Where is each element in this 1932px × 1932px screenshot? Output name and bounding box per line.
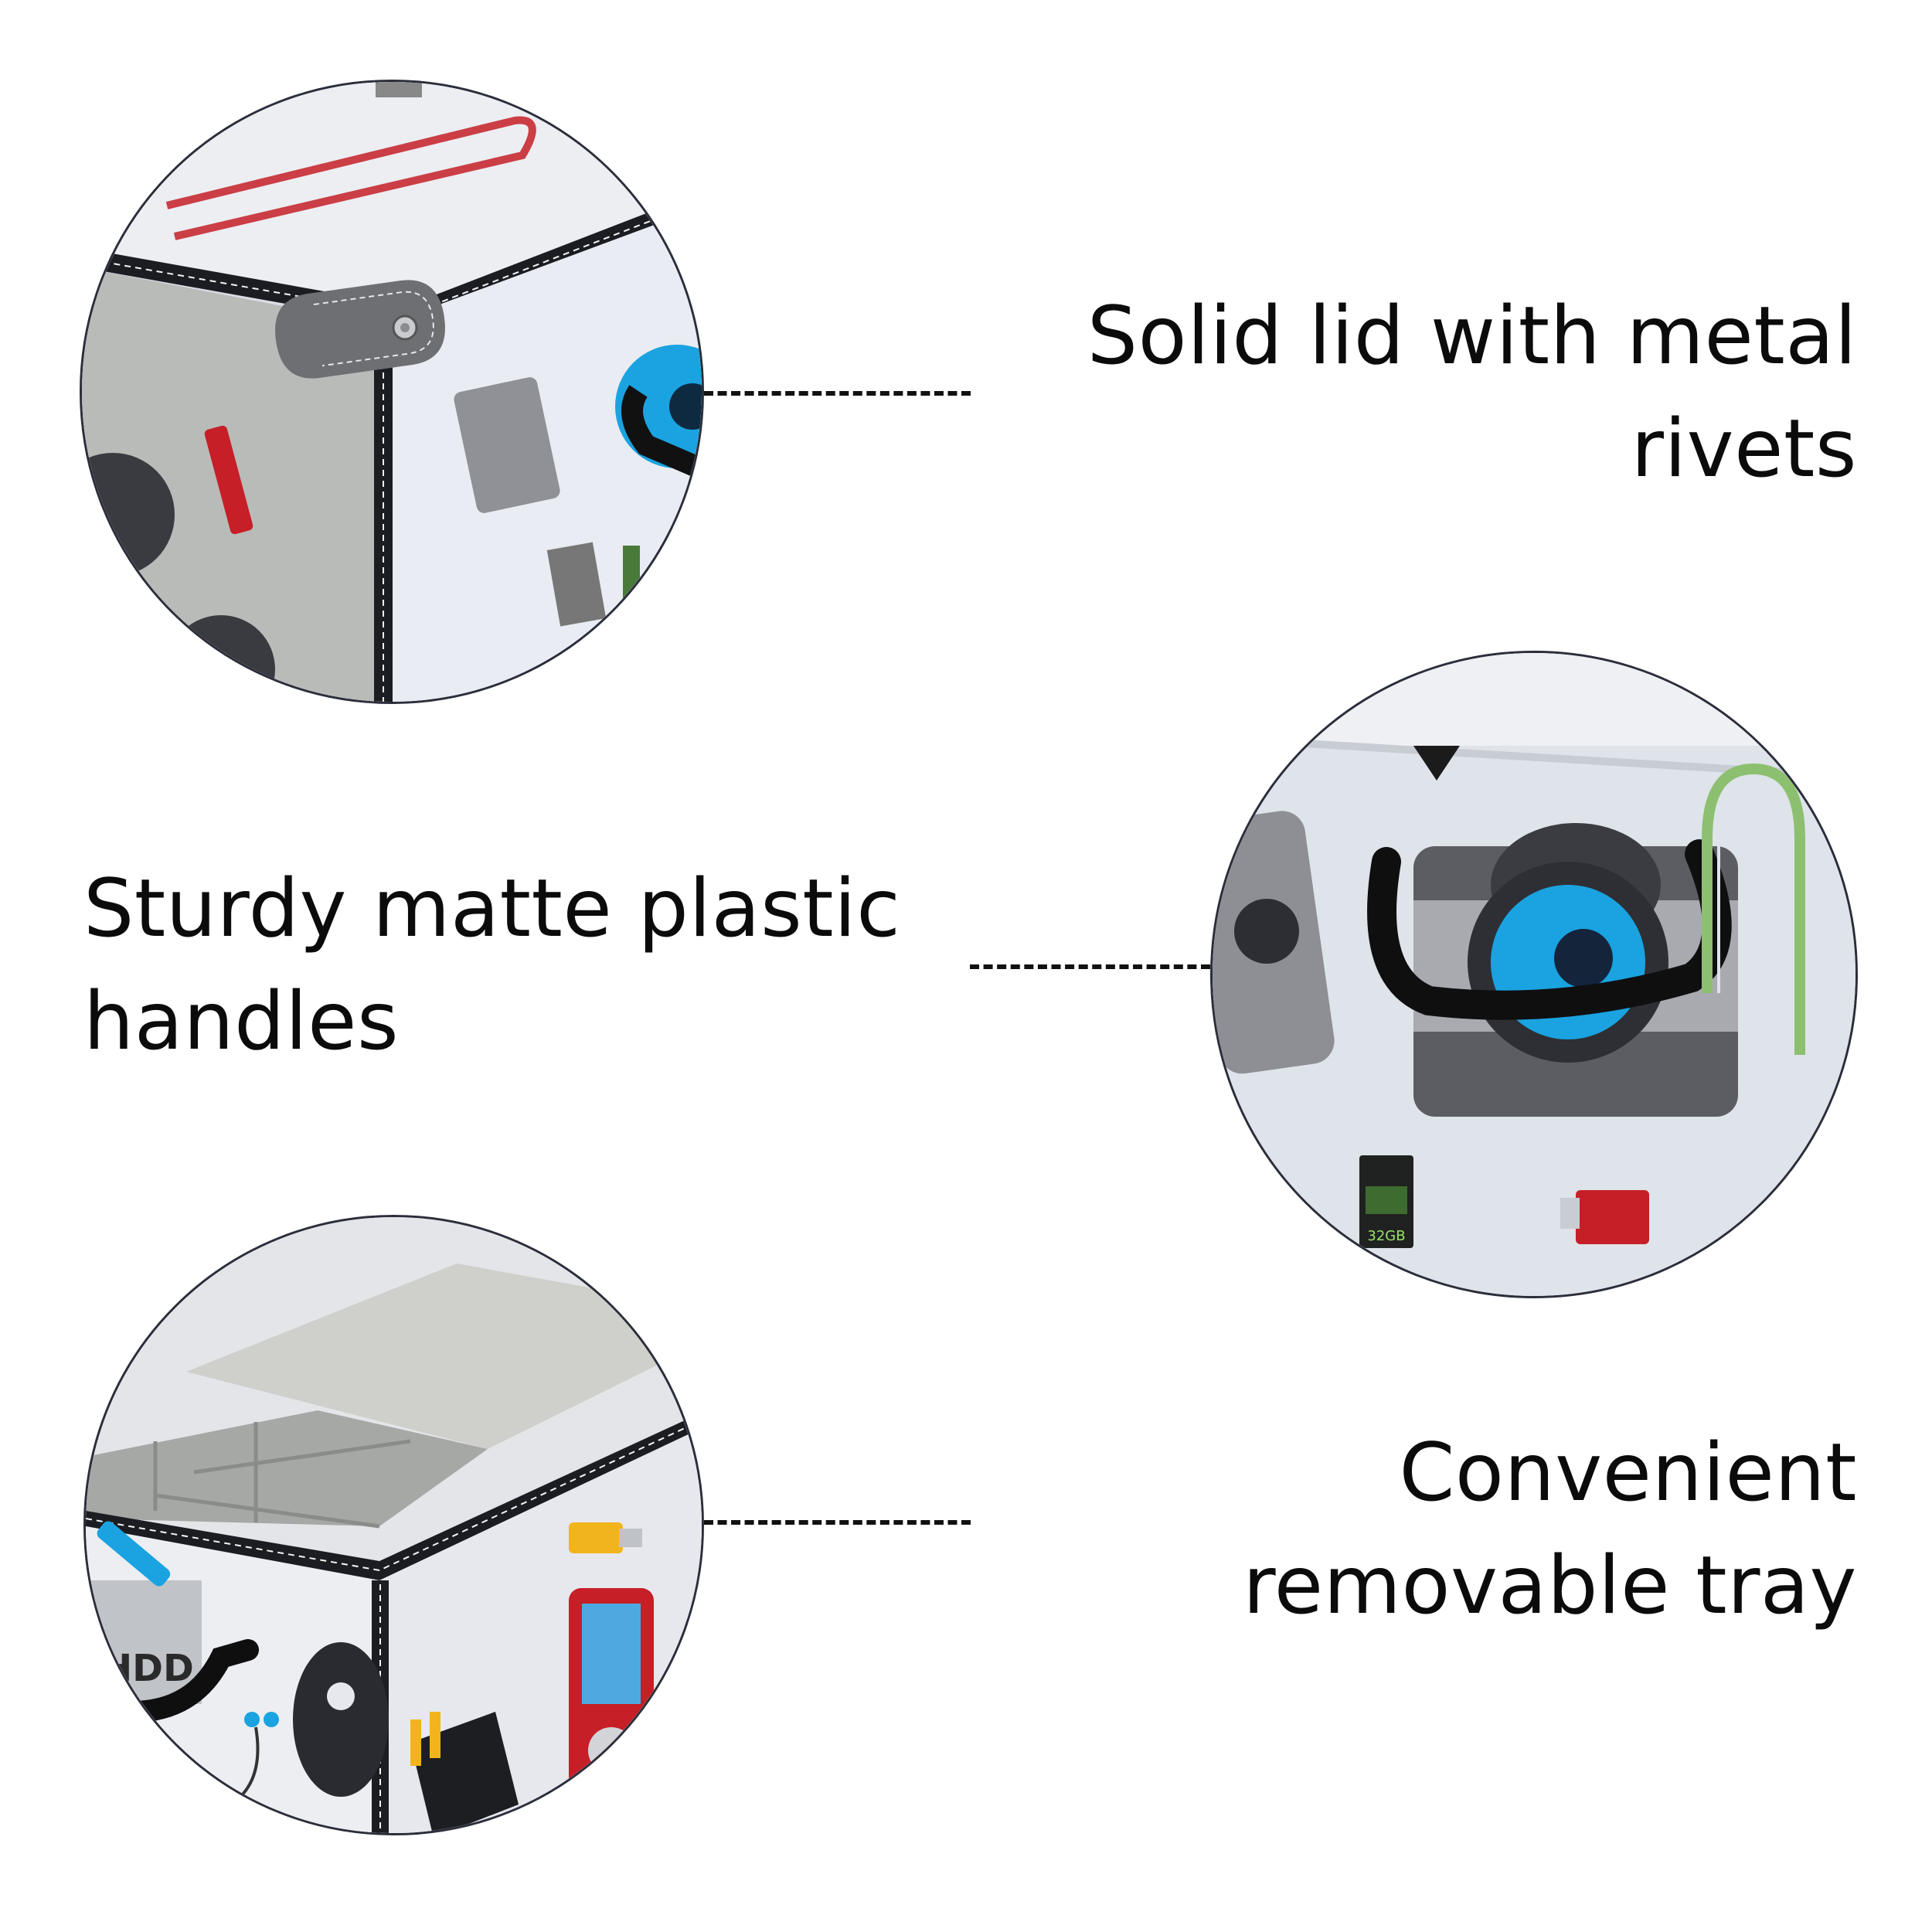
callout-tray-line1: Convenient bbox=[1399, 1427, 1857, 1519]
callout-lid-line2: rivets bbox=[1631, 403, 1857, 495]
tray-photo: HDD bbox=[83, 1215, 704, 1835]
leader-line-lid bbox=[704, 391, 971, 396]
sd-card-label: 32GB bbox=[1367, 1228, 1405, 1244]
callout-lid: Solid lid with metal rivets bbox=[1087, 280, 1857, 505]
callout-handle-line2: handles bbox=[83, 975, 400, 1068]
handle-photo: 32GB bbox=[1210, 651, 1858, 1298]
callout-lid-line1: Solid lid with metal bbox=[1087, 290, 1857, 383]
lid-rivet-photo bbox=[80, 80, 704, 704]
callout-handle: Sturdy matte plastic handles bbox=[83, 852, 900, 1078]
callout-tray: Convenient removable tray bbox=[1243, 1417, 1857, 1642]
leader-line-tray bbox=[704, 1520, 971, 1525]
callout-handle-line1: Sturdy matte plastic bbox=[83, 862, 901, 955]
hdd-label: HDD bbox=[101, 1647, 194, 1690]
callout-tray-line2: removable tray bbox=[1243, 1539, 1857, 1632]
leader-line-handle bbox=[970, 964, 1210, 969]
